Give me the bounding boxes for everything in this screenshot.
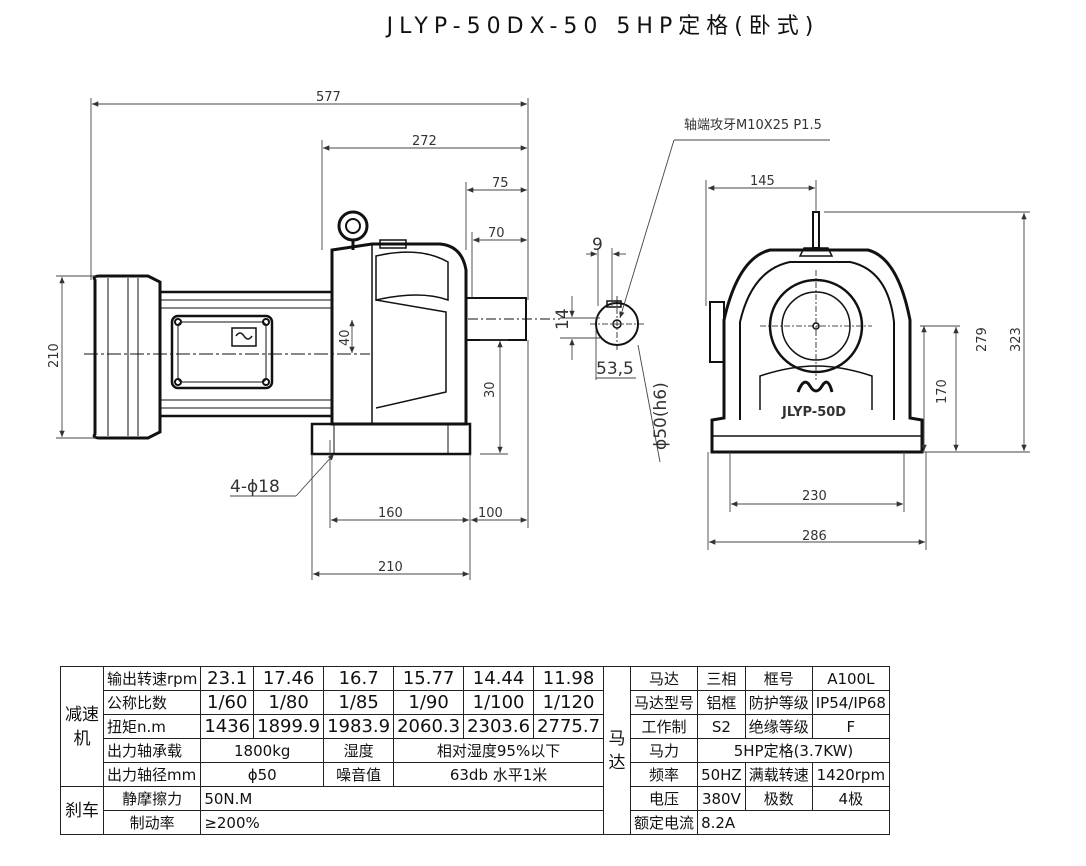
ratio-2: 1/80 xyxy=(253,690,325,715)
dim-323: 323 xyxy=(1009,327,1024,352)
duty-value: S2 xyxy=(697,714,746,739)
motor-type-label: 马达型号 xyxy=(630,690,699,715)
current-value: 8.2A xyxy=(697,810,890,835)
dim-53-5: 53,5 xyxy=(596,359,634,379)
dim-70: 70 xyxy=(488,226,505,241)
side-view xyxy=(84,210,560,456)
torque-4: 2060.3 xyxy=(393,714,465,739)
dim-272: 272 xyxy=(412,134,437,149)
motor-label: 马达 xyxy=(630,666,699,691)
voltage-label: 电压 xyxy=(630,786,699,811)
output-speed-5: 14.44 xyxy=(463,666,535,691)
shaft-diameter-label: ϕ50(h6) xyxy=(651,382,671,450)
ratio-5: 1/100 xyxy=(463,690,535,715)
spec-table: 减速机 输出转速rpm 23.1 17.46 16.7 15.77 14.44 … xyxy=(60,666,890,835)
output-speed-4: 15.77 xyxy=(393,666,465,691)
bearing-value: 1800kg xyxy=(200,738,325,763)
torque-6: 2775.7 xyxy=(533,714,605,739)
motor-value: 三相 xyxy=(697,666,746,691)
dim-30: 30 xyxy=(483,381,498,398)
end-view-dimension-labels: 轴端攻牙M10X25 P1.5 145 279 323 170 230 286 xyxy=(684,118,1024,544)
reducer-category: 减速机 xyxy=(60,666,104,787)
dim-286: 286 xyxy=(802,529,827,544)
dim-75: 75 xyxy=(492,176,509,191)
output-speed-1: 23.1 xyxy=(200,666,255,691)
ratio-3: 1/85 xyxy=(323,690,395,715)
motor-type-value: 铝框 xyxy=(697,690,746,715)
shaft-section xyxy=(590,296,644,352)
dim-145: 145 xyxy=(750,174,775,189)
static-friction-label: 静摩擦力 xyxy=(102,786,202,811)
bearing-label: 出力轴承载 xyxy=(102,738,202,763)
poles-value: 4极 xyxy=(811,786,890,811)
ratio-6: 1/120 xyxy=(533,690,605,715)
dim-230: 230 xyxy=(802,489,827,504)
ratio-label: 公称比数 xyxy=(102,690,202,715)
drawing-title: JLYP-50DX-50 5HP定格(卧式) xyxy=(386,14,820,39)
frequency-value: 50HZ xyxy=(697,762,746,787)
poles-label: 极数 xyxy=(744,786,813,811)
insulation-value: F xyxy=(811,714,890,739)
full-load-label: 满载转速 xyxy=(744,762,813,787)
protection-label: 防护等级 xyxy=(744,690,813,715)
end-view-model-mark: JLYP-50D xyxy=(781,405,846,420)
frame-label: 框号 xyxy=(744,666,813,691)
dim-160: 160 xyxy=(378,506,403,521)
side-view-dimensions xyxy=(56,98,529,580)
voltage-value: 380V xyxy=(697,786,746,811)
humidity-label: 湿度 xyxy=(323,738,395,763)
torque-3: 1983.9 xyxy=(323,714,395,739)
output-speed-6: 11.98 xyxy=(533,666,605,691)
static-friction-value: 50N.M xyxy=(200,786,605,811)
output-speed-3: 16.7 xyxy=(323,666,395,691)
dim-210-base: 210 xyxy=(378,560,403,575)
shaft-section-labels: 9 14 53,5 ϕ50(h6) xyxy=(553,235,671,450)
dim-100: 100 xyxy=(478,506,503,521)
dim-210-height: 210 xyxy=(47,343,62,368)
humidity-value: 相对湿度95%以下 xyxy=(393,738,605,763)
motor-category: 马达 xyxy=(603,666,632,835)
torque-2: 1899.9 xyxy=(253,714,325,739)
frequency-label: 频率 xyxy=(630,762,699,787)
power-value: 5HP定格(3.7KW) xyxy=(697,738,890,763)
dim-170: 170 xyxy=(935,379,950,404)
output-speed-label: 输出转速rpm xyxy=(102,666,202,691)
side-view-dimension-labels: 577 272 75 70 210 40 30 4-ϕ18 160 100 21… xyxy=(47,90,509,575)
thread-note: 轴端攻牙M10X25 P1.5 xyxy=(684,118,822,133)
braking-rate-value: ≥200% xyxy=(200,810,605,835)
duty-label: 工作制 xyxy=(630,714,699,739)
dim-40: 40 xyxy=(338,329,353,346)
current-label: 额定电流 xyxy=(630,810,699,835)
torque-1: 1436 xyxy=(200,714,255,739)
dim-577: 577 xyxy=(316,90,341,105)
torque-5: 2303.6 xyxy=(463,714,535,739)
insulation-label: 绝缘等级 xyxy=(744,714,813,739)
end-view-dimensions xyxy=(674,139,1030,550)
dim-14: 14 xyxy=(553,308,573,330)
dim-9: 9 xyxy=(592,235,603,255)
torque-label: 扭矩n.m xyxy=(102,714,202,739)
noise-value: 63db 水平1米 xyxy=(393,762,605,787)
ratio-1: 1/60 xyxy=(200,690,255,715)
brake-category: 刹车 xyxy=(60,786,104,835)
end-view xyxy=(709,211,924,454)
power-label: 马力 xyxy=(630,738,699,763)
engineering-drawing: 577 272 75 70 210 40 30 4-ϕ18 160 100 21… xyxy=(47,90,1030,580)
braking-rate-label: 制动率 xyxy=(102,810,202,835)
frame-value: A100L xyxy=(811,666,890,691)
dim-279: 279 xyxy=(975,327,990,352)
ratio-4: 1/90 xyxy=(393,690,465,715)
bolt-holes-callout: 4-ϕ18 xyxy=(230,477,280,497)
full-load-value: 1420rpm xyxy=(811,762,890,787)
protection-value: IP54/IP68 xyxy=(811,690,890,715)
shaft-diameter-row-label: 出力轴径mm xyxy=(102,762,202,787)
shaft-section-dimensions xyxy=(560,139,675,463)
output-speed-2: 17.46 xyxy=(253,666,325,691)
shaft-diameter-row-value: ϕ50 xyxy=(200,762,325,787)
noise-label: 噪音值 xyxy=(323,762,395,787)
